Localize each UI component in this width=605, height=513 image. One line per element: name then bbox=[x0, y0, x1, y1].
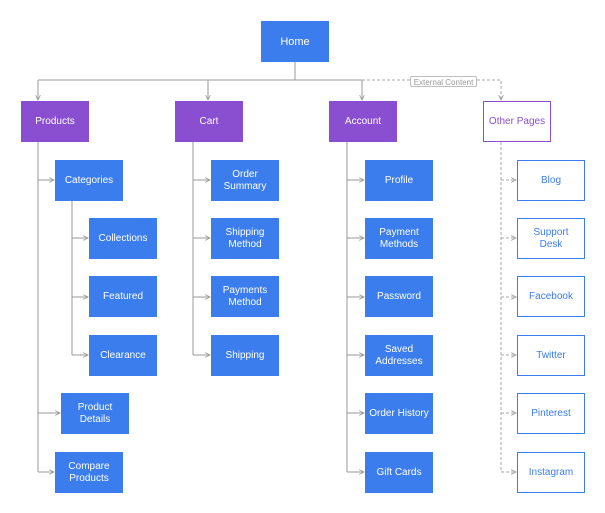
node-password[interactable]: Password bbox=[365, 276, 433, 317]
node-order-summary[interactable]: Order Summary bbox=[211, 160, 279, 201]
node-shipping-method[interactable]: Shipping Method bbox=[211, 218, 279, 259]
node-compare-products[interactable]: Compare Products bbox=[55, 452, 123, 493]
node-categories[interactable]: Categories bbox=[55, 160, 123, 201]
node-instagram[interactable]: Instagram bbox=[517, 452, 585, 493]
node-support-desk[interactable]: Support Desk bbox=[517, 218, 585, 259]
node-product-details[interactable]: Product Details bbox=[61, 393, 129, 434]
node-featured[interactable]: Featured bbox=[89, 276, 157, 317]
node-products[interactable]: Products bbox=[21, 101, 89, 142]
node-facebook[interactable]: Facebook bbox=[517, 276, 585, 317]
external-content-label: External Content bbox=[410, 76, 477, 87]
node-pinterest[interactable]: Pinterest bbox=[517, 393, 585, 434]
node-shipping[interactable]: Shipping bbox=[211, 335, 279, 376]
node-profile[interactable]: Profile bbox=[365, 160, 433, 201]
node-cart[interactable]: Cart bbox=[175, 101, 243, 142]
node-home[interactable]: Home bbox=[261, 21, 329, 62]
node-clearance[interactable]: Clearance bbox=[89, 335, 157, 376]
node-payments-method[interactable]: Payments Method bbox=[211, 276, 279, 317]
node-collections[interactable]: Collections bbox=[89, 218, 157, 259]
node-twitter[interactable]: Twitter bbox=[517, 335, 585, 376]
node-gift-cards[interactable]: Gift Cards bbox=[365, 452, 433, 493]
node-blog[interactable]: Blog bbox=[517, 160, 585, 201]
node-account[interactable]: Account bbox=[329, 101, 397, 142]
node-saved-addresses[interactable]: Saved Addresses bbox=[365, 335, 433, 376]
node-payment-methods[interactable]: Payment Methods bbox=[365, 218, 433, 259]
node-order-history[interactable]: Order History bbox=[365, 393, 433, 434]
node-other-pages[interactable]: Other Pages bbox=[483, 101, 551, 142]
